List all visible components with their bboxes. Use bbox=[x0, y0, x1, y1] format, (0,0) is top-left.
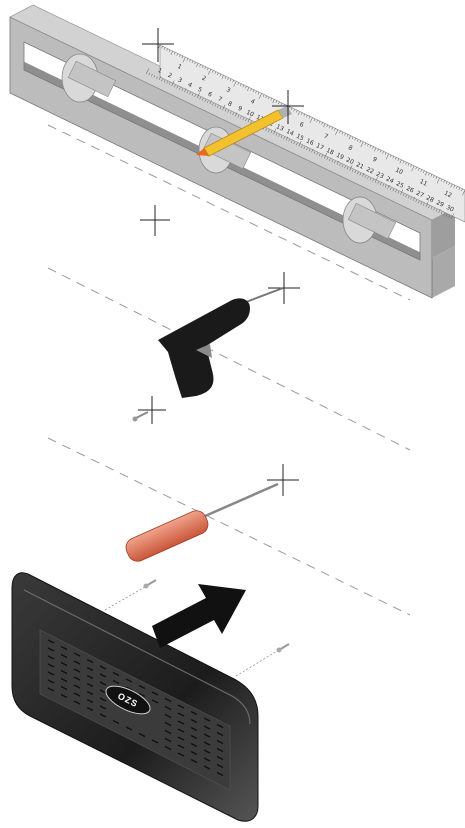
mount-arrow-icon bbox=[152, 584, 246, 648]
power-drill-icon bbox=[158, 288, 283, 398]
crosshair-mark-icon bbox=[140, 205, 170, 236]
screw-icon bbox=[277, 644, 290, 653]
screwdriver-shaft bbox=[196, 484, 278, 520]
spirit-level-icon bbox=[10, 5, 455, 298]
crosshair-mark-icon bbox=[138, 396, 166, 424]
screw-icon bbox=[144, 580, 157, 589]
screwdriver-icon bbox=[123, 484, 278, 564]
drill-bit bbox=[246, 288, 283, 302]
crosshair-mark-icon bbox=[267, 464, 299, 496]
crosshair-mark-icon bbox=[268, 272, 300, 304]
screwdriver-handle bbox=[123, 508, 211, 565]
screw-icon bbox=[133, 412, 149, 422]
guide-line-2 bbox=[48, 268, 410, 450]
